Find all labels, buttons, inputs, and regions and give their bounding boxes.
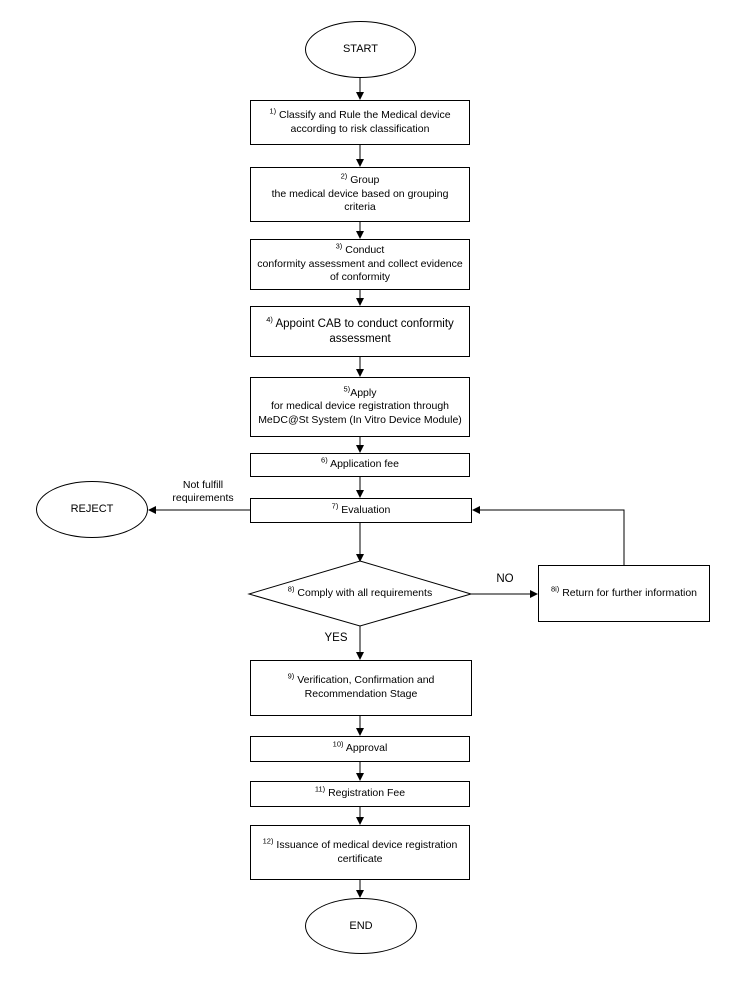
- step-4-appoint-cab: 4) Appoint CAB to conduct conformity ass…: [250, 306, 470, 357]
- step-8i-return: 8i) Return for further information: [538, 565, 710, 622]
- step-8-decision: 8) Comply with all requirements: [270, 580, 450, 608]
- decision-diamond-shape: [247, 560, 473, 627]
- start-label: START: [342, 43, 379, 56]
- step-12-number: 12): [262, 836, 274, 846]
- step-4-line2: assessment: [329, 332, 391, 345]
- step-4-number: 4): [266, 314, 273, 324]
- yes-label: YES: [324, 632, 348, 644]
- end-node: END: [305, 898, 417, 954]
- step-7-evaluation: 7) Evaluation: [250, 498, 472, 523]
- step-6-line1: Application fee: [330, 458, 399, 471]
- step-3-line2: conformity assessment and collect eviden…: [257, 257, 463, 270]
- no-edge-label: NO: [490, 572, 520, 586]
- step-4-line1: Appoint CAB to conduct conformity: [275, 317, 454, 330]
- start-node: START: [305, 21, 416, 78]
- step-8i-number: 8i): [550, 584, 560, 594]
- step-12-line1: Issuance of medical device registration: [276, 838, 458, 851]
- step-10-line1: Approval: [345, 742, 388, 755]
- step-2-line3: criteria: [344, 201, 376, 214]
- step-8-line1: Comply with all requirements: [297, 587, 433, 600]
- step-6-number: 6): [321, 455, 328, 465]
- step-9-line1: Verification, Confirmation and: [297, 674, 435, 687]
- reject-node: REJECT: [36, 481, 148, 538]
- step-3-number: 3): [335, 241, 343, 251]
- not-fulfill-line2: requirements: [172, 492, 234, 505]
- step-1-line2: according to risk classification: [290, 122, 430, 135]
- step-1-classify: 1) Classify and Rule the Medical device …: [250, 100, 470, 145]
- not-fulfill-edge-label: Not fulfill requirements: [158, 479, 248, 505]
- step-5-apply: 5)Apply for medical device registration …: [250, 377, 470, 437]
- step-9-line2: Recommendation Stage: [304, 688, 418, 700]
- step-7-number: 7): [331, 501, 339, 511]
- step-5-number: 5): [343, 384, 351, 394]
- step-2-number: 2): [340, 171, 348, 181]
- step-2-group: 2) Group the medical device based on gro…: [250, 167, 470, 222]
- step-5-line3: MeDC@St System (In Vitro Device Module): [258, 413, 462, 426]
- step-12-issuance: 12) Issuance of medical device registrat…: [250, 825, 470, 880]
- step-9-verification: 9) Verification, Confirmation and Recomm…: [250, 660, 472, 716]
- step-8-number: 8): [287, 584, 295, 594]
- yes-edge-label: YES: [318, 631, 354, 645]
- step-10-approval: 10) Approval: [250, 736, 470, 762]
- step-8i-line1: Return for further information: [562, 586, 698, 599]
- arrow-8i-to-7: [472, 506, 625, 565]
- step-10-number: 10): [332, 739, 344, 749]
- step-6-application-fee: 6) Application fee: [250, 453, 470, 477]
- step-5-line1: Apply: [350, 386, 377, 399]
- step-1-line1: Classify and Rule the Medical device: [279, 108, 451, 121]
- step-2-line2: the medical device based on grouping: [271, 187, 449, 200]
- step-9-number: 9): [287, 671, 295, 681]
- step-11-line1: Registration Fee: [328, 787, 406, 800]
- step-11-number: 11): [314, 784, 326, 794]
- end-label: END: [349, 919, 373, 932]
- step-7-line1: Evaluation: [341, 503, 391, 516]
- step-1-number: 1): [269, 106, 277, 116]
- step-3-line1: Conduct: [345, 244, 385, 257]
- step-2-line1: Group: [350, 174, 380, 187]
- no-label: NO: [496, 573, 514, 585]
- step-3-line3: of conformity: [329, 271, 391, 284]
- step-5-line2: for medical device registration through: [270, 400, 449, 413]
- not-fulfill-line1: Not fulfill: [182, 479, 224, 491]
- step-3-conduct: 3) Conduct conformity assessment and col…: [250, 239, 470, 290]
- step-11-registration-fee: 11) Registration Fee: [250, 781, 470, 807]
- step-12-line2: certificate: [337, 852, 383, 865]
- reject-label: REJECT: [70, 503, 114, 516]
